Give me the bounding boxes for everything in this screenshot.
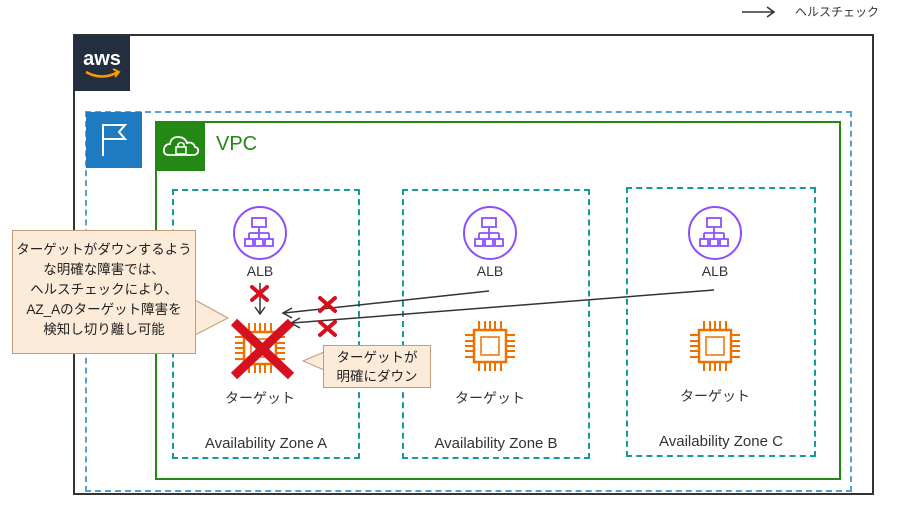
vpc-label: VPC: [216, 133, 258, 155]
note-line: ターゲットがダウンするよう: [16, 242, 192, 257]
alb-c-label: ALB: [701, 263, 729, 279]
legend-label: ヘルスチェック: [795, 5, 880, 19]
target-c-label: ターゲット: [680, 388, 750, 404]
explanation-note: ターゲットがダウンするよう な明確な障害では、 ヘルスチェックにより、 AZ_A…: [12, 230, 196, 354]
vpc-cloud-lock-icon: [157, 123, 205, 171]
note-line: な明確な障害では、: [43, 262, 165, 277]
target-a-label: ターゲット: [225, 390, 295, 406]
availability-zone-b: [402, 189, 590, 459]
note-line: 検知し切り離し可能: [43, 322, 165, 337]
callout-line: ターゲットが: [336, 350, 418, 365]
alb-icon: [233, 206, 287, 260]
az-b-label: Availability Zone B: [434, 435, 558, 452]
region-flag-icon: [86, 112, 142, 168]
alb-icon: [688, 206, 742, 260]
note-line: ヘルスチェックにより、: [30, 282, 178, 297]
aws-logo-icon: aws: [74, 35, 130, 91]
az-c-label: Availability Zone C: [659, 433, 783, 450]
target-b-label: ターゲット: [455, 390, 525, 406]
ec2-chip-icon: [465, 321, 515, 371]
alb-a-label: ALB: [246, 263, 274, 279]
callout-line: 明確にダウン: [336, 369, 418, 384]
ec2-chip-icon: [690, 321, 740, 371]
alb-b-label: ALB: [476, 263, 504, 279]
target-down-callout: ターゲットが 明確にダウン: [323, 345, 431, 388]
aws-logo-text: aws: [83, 48, 121, 70]
ec2-chip-icon: [235, 323, 285, 373]
az-a-label: Availability Zone A: [204, 435, 328, 452]
alb-icon: [463, 206, 517, 260]
note-line: AZ_Aのターゲット障害を: [26, 302, 182, 317]
legend-arrow-icon: [742, 6, 776, 18]
